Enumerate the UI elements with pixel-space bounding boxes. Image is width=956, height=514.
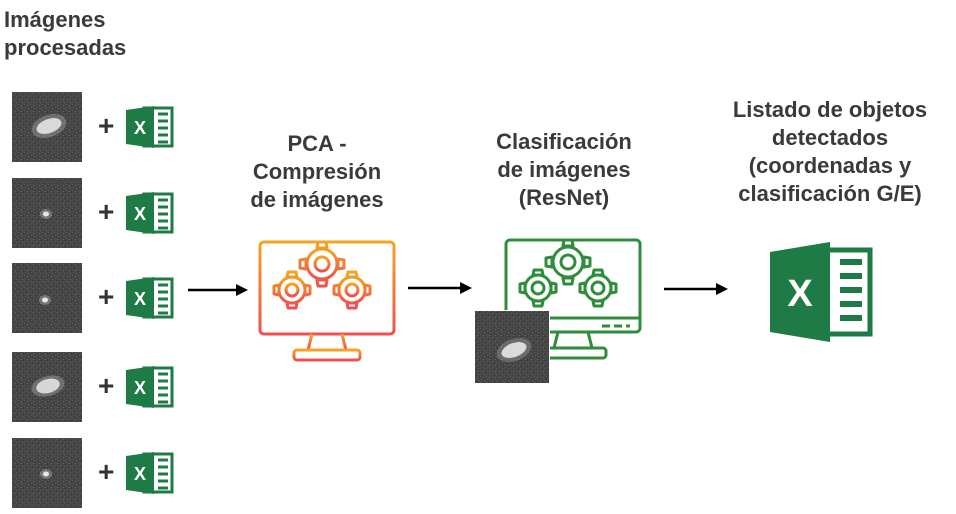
gears-monitor-icon	[258, 240, 396, 362]
galaxy-thumbnail-icon	[12, 92, 82, 162]
svg-text:X: X	[134, 118, 146, 138]
galaxy-thumbnail-icon	[12, 352, 82, 422]
excel-file-icon: X	[126, 366, 174, 408]
svg-text:X: X	[134, 464, 146, 484]
step-output-line-1: Listado de objetos	[732, 97, 928, 122]
step-resnet-line-1: Clasificación	[496, 129, 632, 154]
input-title-line-1: Imágenes	[4, 7, 106, 32]
step-pca-line-1: PCA -	[287, 131, 347, 156]
step-pca-line-2: Compresión	[252, 159, 382, 185]
svg-text:X: X	[134, 378, 146, 398]
arrow-3-icon	[664, 283, 728, 295]
input-row-1: + X	[12, 92, 182, 164]
excel-icon: X	[770, 242, 873, 342]
plus-sign: +	[98, 196, 115, 227]
step-output-line-4: clasificación G/E)	[738, 181, 922, 207]
step-pca-label: PCA - Compresión de imágenes	[242, 130, 392, 214]
step-resnet-line-2: de imágenes	[497, 157, 631, 183]
step-output-line-3: (coordenadas y	[748, 153, 912, 179]
plus-sign: +	[98, 370, 115, 401]
arrow-1-icon	[188, 284, 248, 296]
arrow-2-icon	[408, 282, 472, 294]
input-title-line-2: procesadas	[4, 35, 127, 61]
step-output-label: Listado de objetos detectados (coordenad…	[708, 96, 952, 209]
step-pca-line-3: de imágenes	[250, 187, 384, 213]
svg-text:X: X	[134, 204, 146, 224]
step-resnet-line-3: (ResNet)	[518, 185, 610, 211]
excel-file-icon: X	[126, 277, 174, 319]
galaxy-thumbnail-icon	[12, 263, 82, 333]
step-resnet-label: Clasificación de imágenes (ResNet)	[484, 128, 644, 212]
step-output-line-2: detectados	[771, 125, 889, 151]
input-title: Imágenes procesadas	[4, 6, 126, 62]
excel-file-icon: X	[126, 106, 174, 148]
galaxy-thumbnail-icon	[474, 310, 550, 384]
plus-sign: +	[98, 110, 115, 141]
plus-sign: +	[98, 281, 115, 312]
input-row-3: + X	[12, 263, 182, 335]
plus-sign: +	[98, 456, 115, 487]
svg-text:X: X	[787, 273, 813, 315]
galaxy-thumbnail-icon	[12, 438, 82, 508]
excel-file-icon: X	[126, 452, 174, 494]
galaxy-thumbnail-icon	[12, 178, 82, 248]
input-row-4: + X	[12, 352, 182, 424]
input-row-2: + X	[12, 178, 182, 250]
excel-file-icon: X	[126, 192, 174, 234]
input-row-5: + X	[12, 438, 182, 510]
svg-text:X: X	[134, 289, 146, 309]
